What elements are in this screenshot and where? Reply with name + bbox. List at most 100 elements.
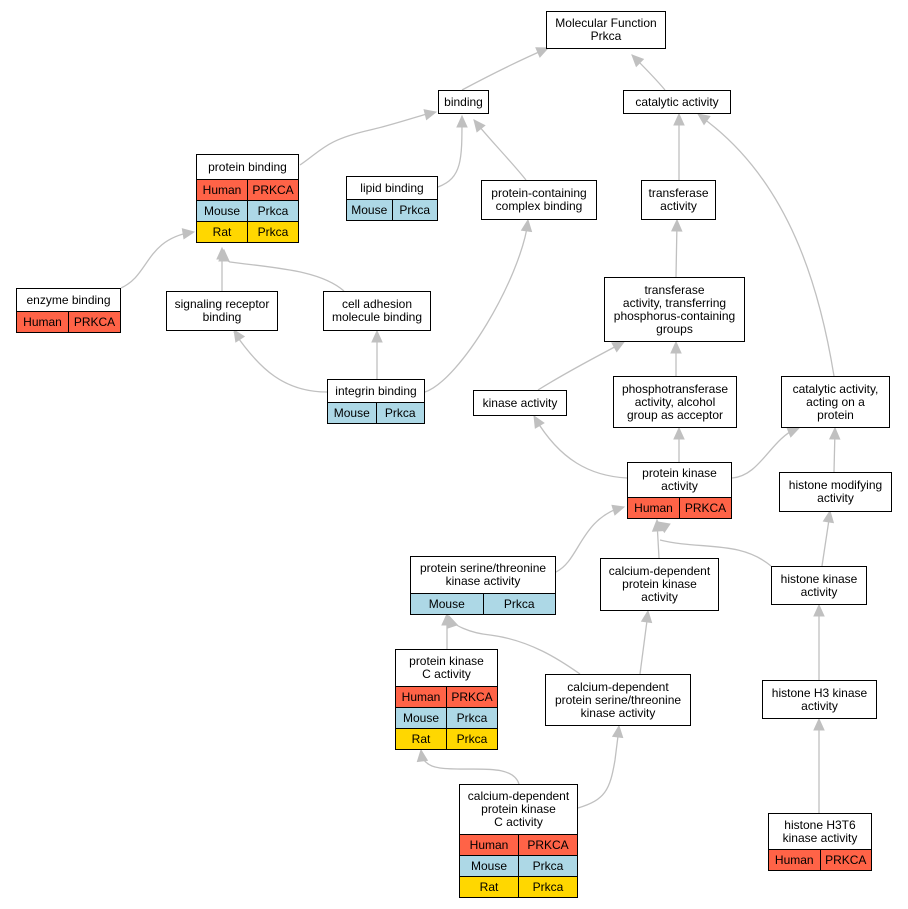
arrowhead	[535, 47, 550, 58]
gene-symbol: Prkca	[446, 729, 497, 749]
edge-catalytic-to-mf	[631, 54, 666, 91]
node-label: protein kinase activity	[642, 466, 717, 493]
species-row-rat: Rat Prkca	[396, 728, 497, 749]
edge-complex-to-binding	[473, 119, 527, 181]
node-label: cell adhesion molecule binding	[331, 297, 423, 324]
edge-on-protein-to-catalytic	[697, 113, 835, 377]
edge-phosphorus-to-transferase	[671, 218, 683, 278]
node-transferase-phosphorus: transferase activity, transferring phosp…	[604, 277, 745, 342]
edge-histone-kinase-to-pk	[656, 521, 772, 567]
species-name: Rat	[479, 879, 499, 894]
node-label: phosphotransferase activity, alcohol gro…	[621, 381, 729, 422]
edge-pk-to-on-protein	[731, 427, 801, 479]
edge-integrin-to-signaling	[233, 328, 328, 393]
edge-ser-thr-to-pk	[555, 504, 626, 573]
arrowhead	[640, 609, 653, 624]
gene-symbol: Prkca	[391, 200, 438, 220]
gene-symbol: Prkca	[446, 708, 497, 728]
arrowhead	[670, 340, 682, 354]
gene-symbol: Prkca	[375, 403, 425, 423]
edge-histone-modifying-to-on-protein	[828, 426, 841, 473]
node-histone-modifying-activity: histone modifying activity	[779, 472, 892, 512]
edge-integrin-to-cell-adhesion	[371, 329, 383, 379]
arrowhead	[218, 248, 230, 262]
arrowhead	[423, 109, 438, 121]
arrowhead	[813, 717, 825, 731]
edge-h3t6-to-h3	[813, 717, 825, 813]
node-phosphotransferase-alcohol: phosphotransferase activity, alcohol gro…	[613, 376, 737, 428]
species-name: Rat	[411, 731, 431, 746]
gene-symbol: PRKCA	[518, 835, 577, 855]
node-label: calcium-dependent protein kinase activit…	[608, 564, 711, 604]
node-label: lipid binding	[360, 180, 424, 195]
node-protein-containing-complex-binding: protein-containing complex binding	[481, 180, 597, 220]
node-label: histone H3T6 kinase activity	[782, 817, 858, 845]
gene-symbol: PRKCA	[446, 687, 497, 707]
node-calcium-dependent-protein-kinase: calcium-dependent protein kinase activit…	[600, 558, 719, 611]
species-name: Rat	[212, 224, 232, 239]
edge-transferase-to-catalytic	[673, 112, 685, 180]
edge-histone-kinase-to-histone-modifying	[821, 509, 835, 567]
gene-symbol: Prkca	[247, 222, 298, 242]
node-label: Molecular Function Prkca	[555, 16, 657, 43]
node-catalytic-activity: catalytic activity	[623, 90, 731, 114]
node-label: protein binding	[208, 159, 287, 174]
node-protein-ser-thr-kinase: protein serine/threonine kinase activity…	[410, 556, 556, 615]
arrowhead	[786, 427, 801, 438]
species-row-human: Human PRKCA	[17, 311, 120, 332]
arrowhead	[656, 521, 671, 534]
edge-kinase-to-phosphorus	[537, 341, 626, 391]
species-row-rat: Rat Prkca	[460, 876, 577, 897]
edge-pk-to-phosphotransferase	[673, 426, 685, 462]
edge-integrin-to-complex	[424, 218, 533, 393]
arrowhead	[673, 112, 685, 126]
species-name: Mouse	[351, 202, 388, 217]
species-name: Mouse	[470, 858, 508, 873]
gene-symbol: Prkca	[247, 201, 298, 221]
node-histone-h3-kinase-activity: histone H3 kinase activity	[762, 680, 877, 719]
node-catalytic-on-protein: catalytic activity, acting on a protein	[781, 376, 890, 428]
edge-cell-adhesion-to-protein-binding	[218, 248, 345, 292]
node-kinase-activity: kinase activity	[473, 390, 567, 416]
species-name: Human	[774, 852, 814, 867]
arrowhead	[533, 414, 545, 429]
edge-ca-ser-thr-to-ser-thr	[447, 614, 581, 675]
arrowhead	[611, 341, 626, 353]
arrowhead	[611, 504, 626, 516]
gene-symbol: PRKCA	[247, 180, 298, 200]
edge-ca-pkc-to-ca-ser-thr	[577, 724, 624, 809]
edge-lipid-to-binding	[437, 114, 468, 188]
node-binding: binding	[438, 90, 489, 114]
gene-symbol: PRKCA	[68, 312, 120, 332]
arrowhead	[520, 218, 533, 233]
gene-symbol: Prkca	[518, 877, 577, 897]
arrowhead	[456, 114, 468, 128]
node-label: histone modifying activity	[788, 478, 883, 505]
arrowhead	[416, 748, 429, 763]
arrowhead	[828, 426, 841, 440]
node-label: catalytic activity, acting on a protein	[792, 381, 879, 422]
node-histone-kinase-activity: histone kinase activity	[771, 566, 867, 605]
edge-ca-ser-thr-to-ca-pk	[639, 609, 653, 675]
arrowhead	[673, 426, 685, 440]
edge-phosphotransferase-to-phosphorus	[670, 340, 682, 376]
edge-ca-pkc-to-pkc	[416, 748, 520, 785]
node-label: transferase activity	[648, 186, 709, 213]
node-label: enzyme binding	[26, 292, 111, 307]
species-name: Human	[23, 314, 62, 329]
arrowhead	[813, 603, 825, 617]
node-label: protein-containing complex binding	[491, 186, 587, 213]
